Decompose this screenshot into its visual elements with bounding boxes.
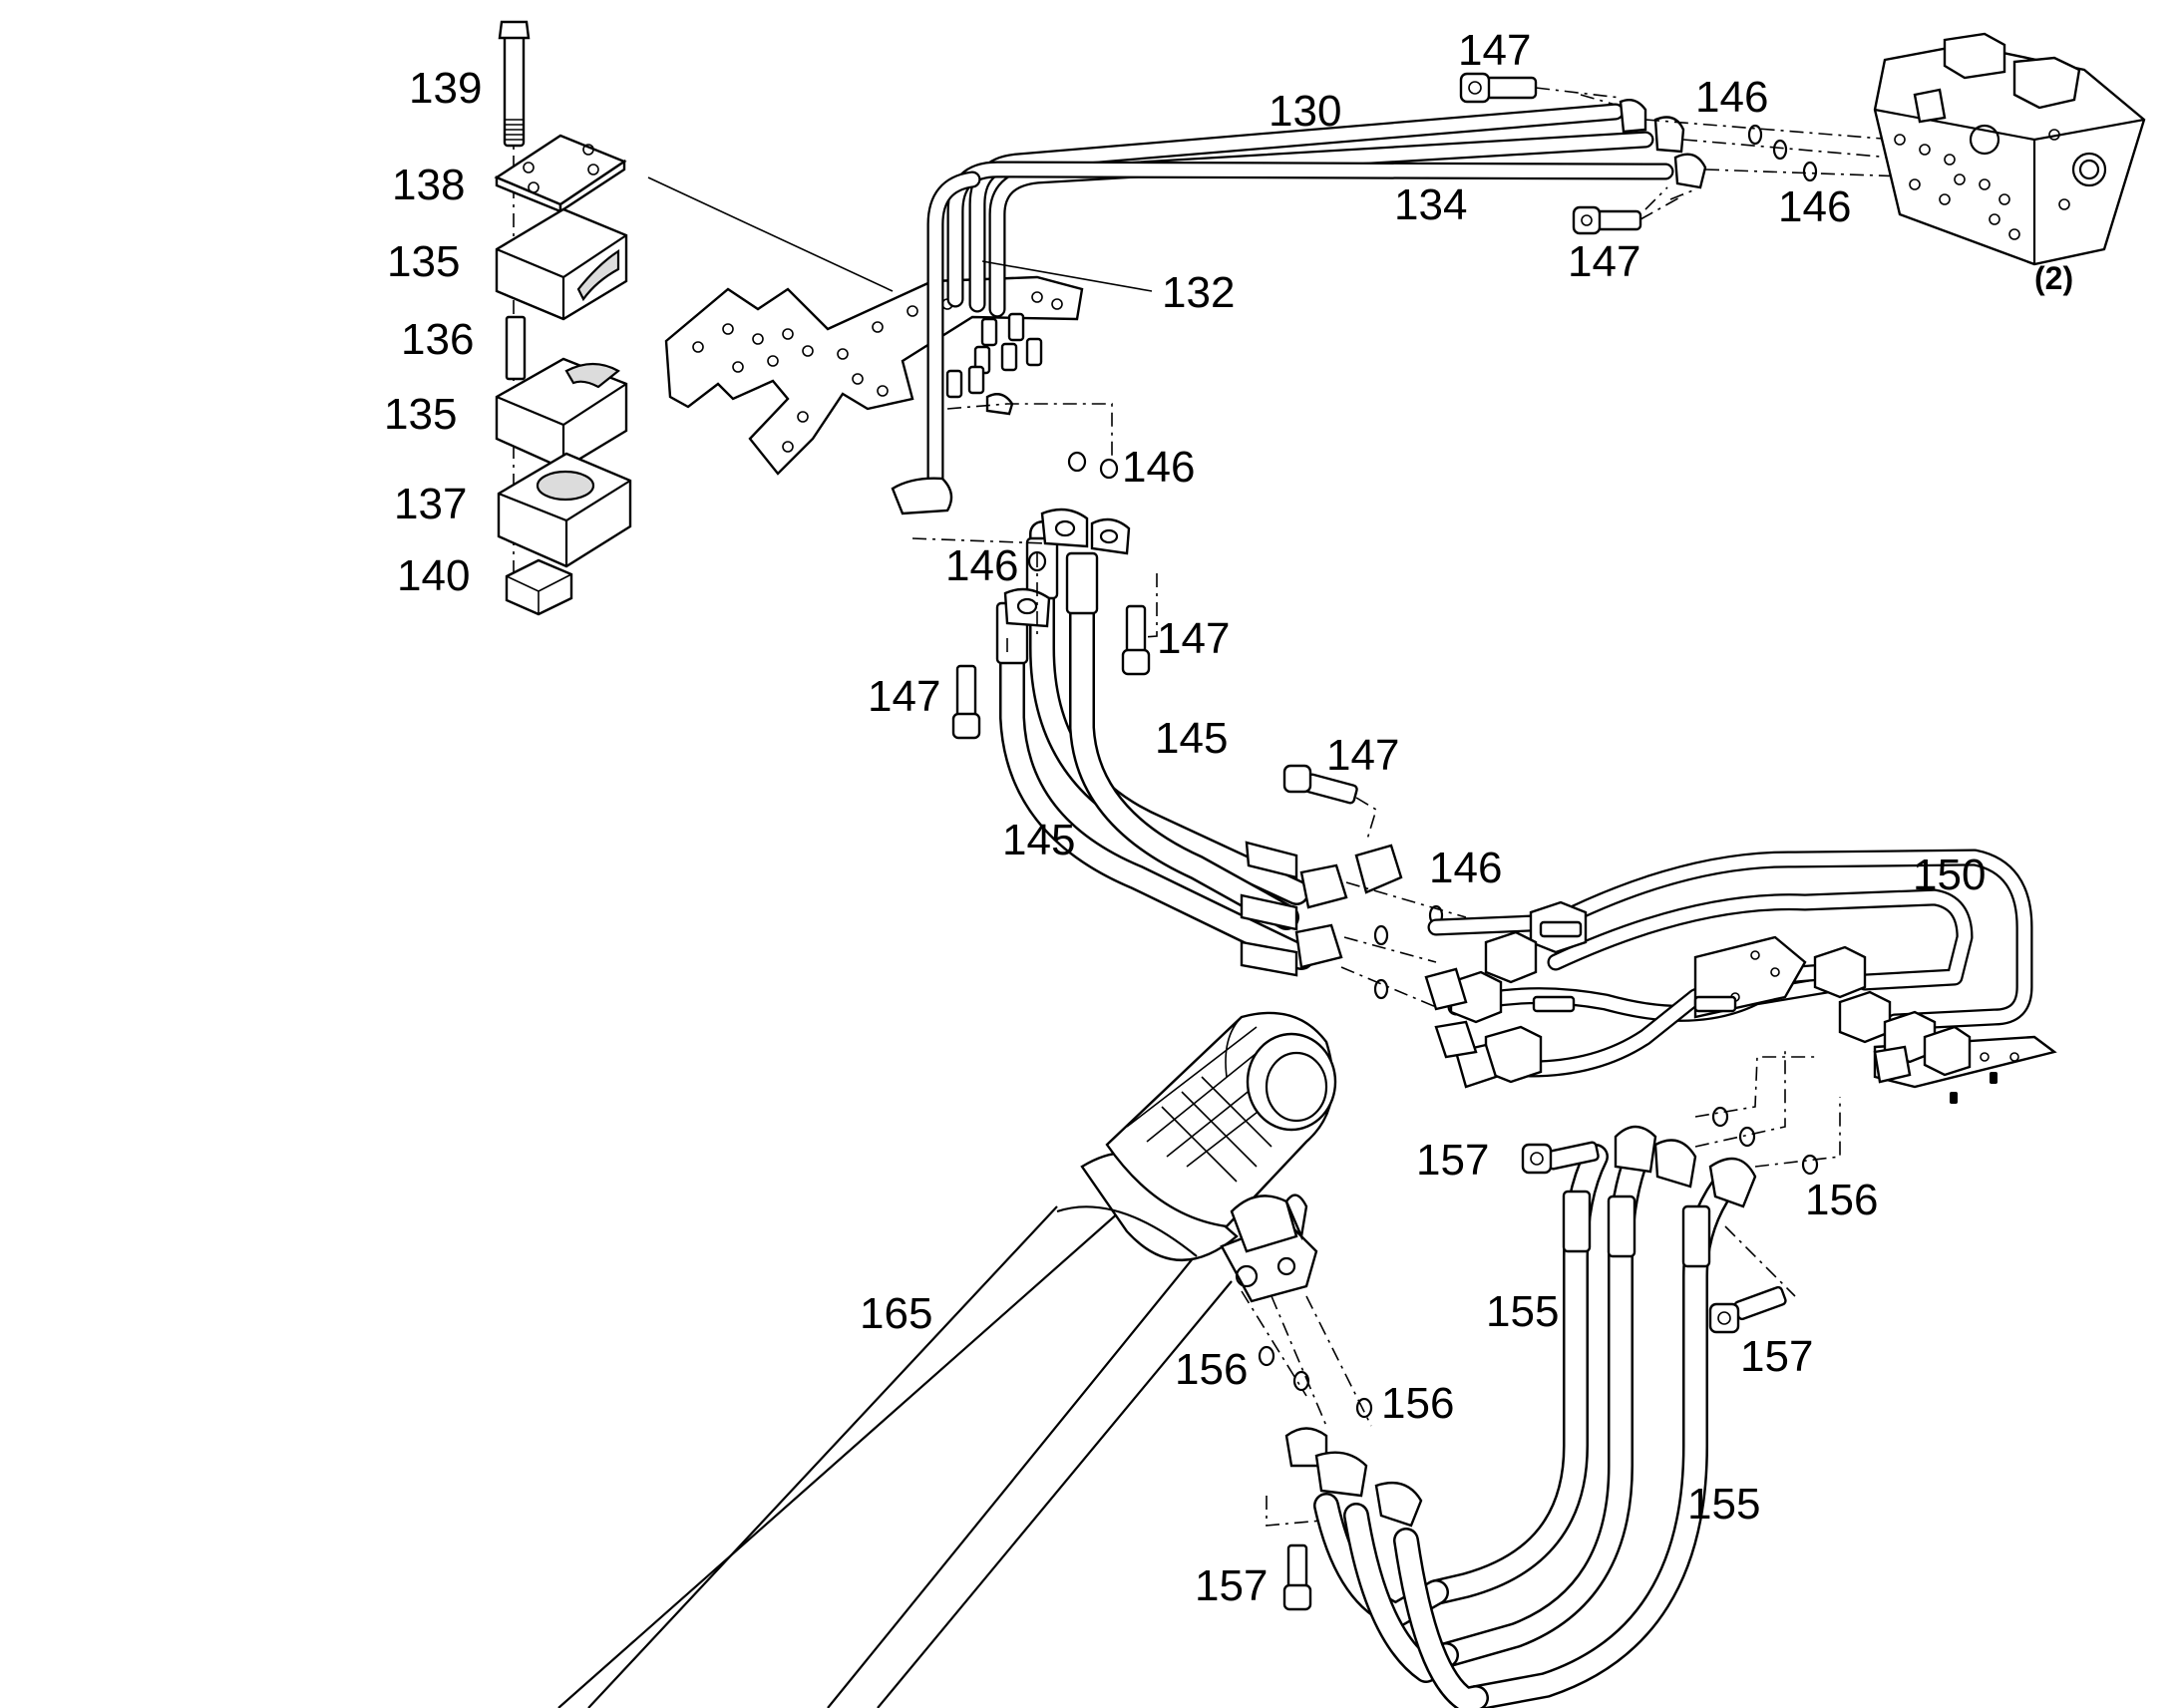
bolt-147-mid [1572, 194, 1684, 235]
hose-145-upper-flanges [911, 403, 1158, 658]
label-156-right: 156 [1805, 1176, 1878, 1224]
label-146-upper: 146 [1122, 443, 1195, 492]
label-156-left: 156 [1175, 1345, 1248, 1394]
label-139: 139 [409, 64, 482, 113]
cylinder-end-fitting [1220, 1194, 1423, 1528]
label-147-mid: 147 [1568, 237, 1640, 286]
bolt-147-left-1 [1121, 604, 1151, 676]
label-135-upper: 135 [387, 237, 460, 286]
bolt-157-bottom [1282, 1543, 1312, 1611]
label-147-center: 147 [1157, 614, 1230, 663]
leader-138-to-plate [647, 176, 894, 292]
label-134: 134 [1394, 180, 1467, 229]
label-140: 140 [397, 551, 470, 600]
label-132: 132 [1162, 268, 1235, 317]
bolt-147-top [1459, 72, 1622, 104]
label-150: 150 [1913, 851, 1986, 899]
label-147-left: 147 [868, 672, 940, 721]
label-157-bottom: 157 [1195, 1561, 1268, 1610]
label-146-manifold: 146 [1429, 844, 1502, 892]
pipe-fitting-blocks [1424, 900, 1998, 1104]
label-156-center: 156 [1381, 1379, 1454, 1428]
label-135-lower: 135 [384, 390, 457, 439]
hoses-145 [995, 520, 1314, 977]
label-157-upper: 157 [1416, 1136, 1489, 1185]
clamp-assembly [494, 20, 632, 616]
label-155-left: 155 [1486, 1287, 1559, 1336]
bolt-147-left-2 [951, 664, 981, 740]
bolt-157-upper [1521, 1141, 1600, 1175]
label-155-right: 155 [1687, 1480, 1760, 1529]
hose-155-upper-flanges [1614, 1047, 1841, 1297]
label-130: 130 [1269, 87, 1341, 136]
label-165: 165 [860, 1289, 932, 1338]
label-157-right: 157 [1740, 1332, 1813, 1381]
mounting-bracket [664, 275, 1084, 476]
callouts: 139 138 135 136 135 137 140 130 147 146 … [384, 26, 2073, 1610]
valve-end-flanges [1580, 94, 1936, 210]
control-valve-block [1873, 32, 2146, 266]
label-146-left: 146 [945, 541, 1018, 590]
rigid-pipes [891, 103, 1674, 515]
label-137: 137 [394, 480, 467, 528]
hose-145-lower-flanges [1294, 844, 1467, 1008]
valve-reference-label: (2) [2034, 260, 2073, 296]
bolt-157-right [1708, 1285, 1787, 1334]
label-138: 138 [392, 161, 465, 209]
label-146-top: 146 [1695, 73, 1768, 122]
hoses-155 [1313, 1144, 1736, 1708]
leader-132 [981, 260, 1153, 292]
label-146-right: 146 [1778, 182, 1851, 231]
bolt-147-right [1282, 764, 1377, 844]
label-145-lower: 145 [1002, 816, 1075, 864]
boom-cylinder [557, 1011, 1337, 1708]
label-147-hose: 147 [1326, 731, 1399, 780]
label-147-top: 147 [1458, 26, 1531, 75]
label-145-upper: 145 [1155, 714, 1228, 763]
label-136: 136 [401, 315, 474, 364]
